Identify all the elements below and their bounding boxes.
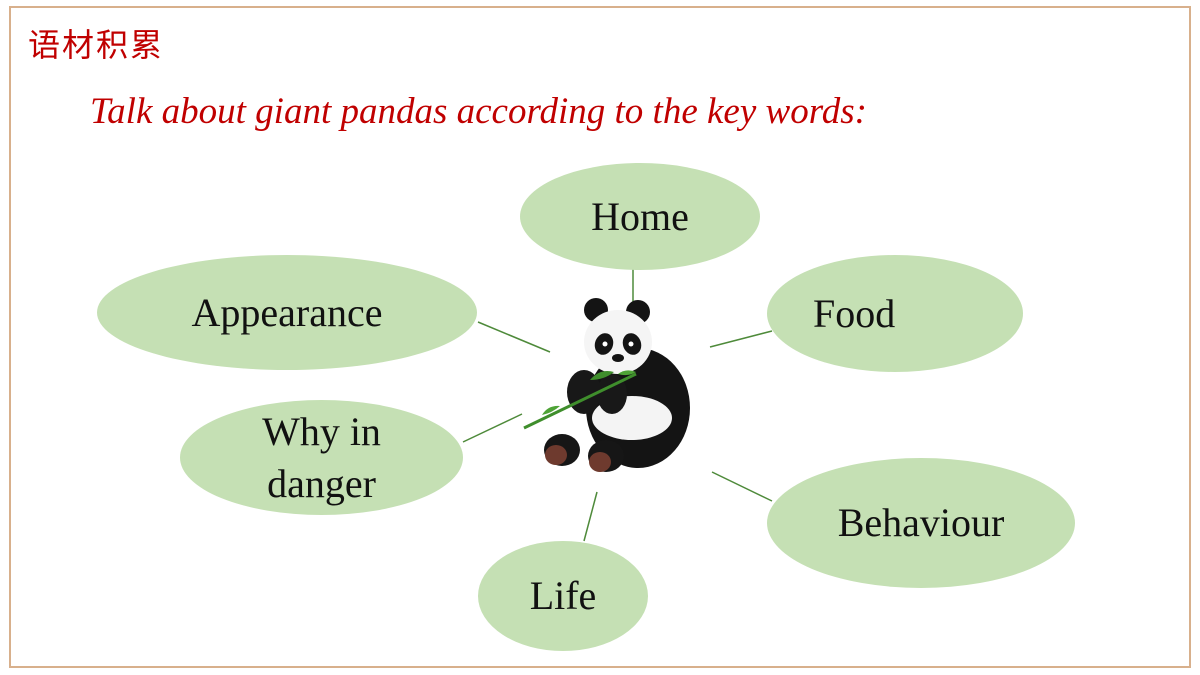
panda-eye-left: [602, 341, 608, 347]
slide-frame: [9, 6, 1191, 668]
panda-arm-right: [597, 374, 627, 414]
keyword-home-label: Home: [591, 193, 689, 239]
link-appearance: [477, 321, 551, 353]
keyword-behaviour-label: Behaviour: [837, 500, 1005, 545]
panda-head: [584, 310, 652, 374]
panda-illustration: [523, 298, 690, 472]
keyword-life-label: Life: [529, 573, 597, 618]
link-food: [709, 330, 773, 348]
bamboo-leaf: [590, 371, 614, 380]
link-behaviour: [711, 471, 773, 502]
panda-paw-left: [545, 445, 567, 465]
keyword-food-label: Food: [813, 290, 896, 336]
bamboo-stalk: [523, 372, 637, 430]
section-heading: 语材积累: [28, 26, 165, 64]
link-why-in-danger: [462, 413, 523, 443]
panda-paw-right: [589, 452, 611, 472]
keyword-why-in-danger-line1: Why in: [262, 408, 381, 454]
panda-nose: [612, 354, 624, 362]
bamboo-leaf: [618, 370, 636, 376]
keyword-why-in-danger-line2: danger: [267, 460, 376, 506]
keyword-behaviour: Behaviour: [767, 458, 1075, 588]
keyword-appearance: Appearance: [97, 255, 477, 370]
panda-eye-right: [628, 341, 634, 347]
keyword-food: Food: [767, 255, 1023, 372]
task-instruction: Talk about giant pandas according to the…: [90, 91, 867, 132]
keyword-appearance-label: Appearance: [191, 289, 383, 335]
keyword-why-in-danger: Why in danger: [180, 400, 463, 515]
bamboo-leaf: [542, 405, 560, 415]
link-life: [583, 491, 598, 542]
keyword-life: Life: [478, 541, 648, 651]
keyword-home: Home: [520, 163, 760, 270]
